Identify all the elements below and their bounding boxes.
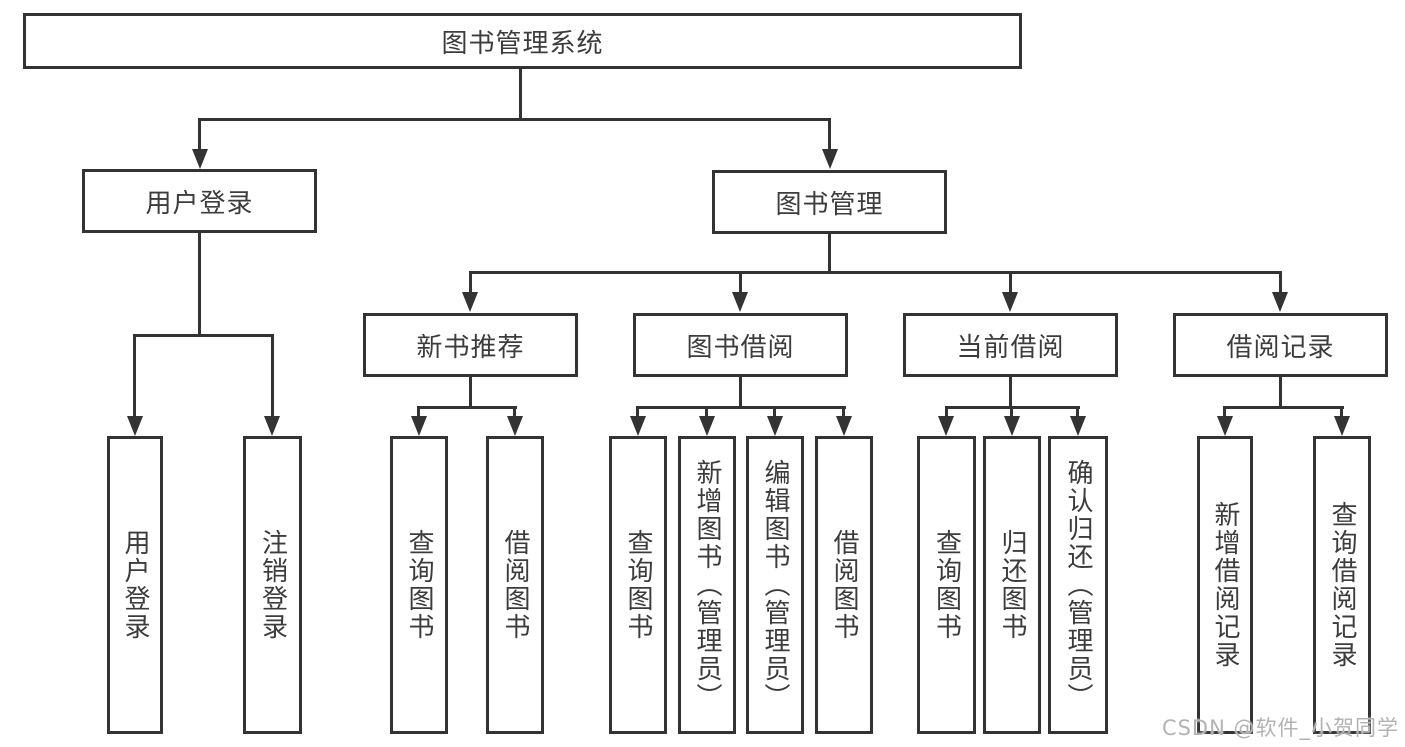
connector-vline	[945, 406, 948, 420]
node-label: 用户登录	[145, 188, 254, 219]
leaf-logout: 注销登录	[243, 436, 302, 734]
leaf-borrow-edit-admin: 编辑图书（管理员）	[746, 436, 804, 734]
node-label: 编辑图书（管理员）	[760, 459, 790, 711]
arrow-down-icon	[836, 416, 852, 436]
node-label: 查询图书	[404, 529, 434, 641]
node-label: 图书管理系统	[441, 28, 604, 59]
connector-vline	[198, 233, 201, 336]
arrow-down-icon	[732, 292, 748, 312]
node-label: 借阅图书	[829, 529, 859, 641]
node-borrow-record: 借阅记录	[1173, 313, 1388, 377]
arrow-down-icon	[1002, 292, 1018, 312]
arrow-down-icon	[699, 416, 715, 436]
connector-vline	[1340, 406, 1343, 420]
node-user-login: 用户登录	[82, 169, 317, 233]
connector-vline	[828, 234, 831, 274]
arrow-down-icon	[1004, 416, 1020, 436]
connector-hline	[133, 334, 274, 337]
connector-vline	[1279, 271, 1282, 294]
arrow-down-icon	[264, 416, 280, 436]
connector-hline	[1223, 406, 1344, 409]
connector-hline	[636, 406, 846, 409]
connector-vline	[1009, 271, 1012, 294]
arrow-down-icon	[1272, 292, 1288, 312]
node-label: 查询图书	[623, 529, 653, 641]
node-label: 借阅图书	[500, 529, 530, 641]
connector-vline	[739, 271, 742, 294]
node-book-mgmt: 图书管理	[712, 170, 947, 234]
arrow-down-icon	[127, 416, 143, 436]
node-label: 注销登录	[257, 529, 288, 641]
node-new-book-recommend: 新书推荐	[363, 313, 578, 377]
connector-hline	[198, 118, 831, 121]
node-label: 查询借阅记录	[1327, 501, 1357, 669]
connector-vline	[271, 334, 274, 418]
connector-vline	[198, 118, 201, 152]
leaf-newbook-borrow: 借阅图书	[486, 436, 544, 734]
arrow-down-icon	[1334, 416, 1350, 436]
arrow-down-icon	[822, 149, 838, 169]
node-label: 当前借阅	[956, 332, 1065, 363]
connector-vline	[828, 118, 831, 152]
leaf-current-return: 归还图书	[983, 436, 1041, 734]
node-label: 查询图书	[931, 529, 962, 641]
arrow-down-icon	[630, 416, 646, 436]
node-label: 确认归还（管理员）	[1063, 459, 1093, 711]
arrow-down-icon	[507, 416, 523, 436]
arrow-down-icon	[938, 416, 954, 436]
node-label: 新增借阅记录	[1210, 501, 1240, 669]
arrow-down-icon	[1070, 416, 1086, 436]
leaf-current-confirm-admin: 确认归还（管理员）	[1048, 436, 1108, 734]
node-book-borrow: 图书借阅	[633, 313, 848, 377]
arrow-down-icon	[767, 416, 783, 436]
connector-vline	[133, 334, 136, 418]
leaf-current-query: 查询图书	[917, 436, 976, 734]
leaf-borrow-add-admin: 新增图书（管理员）	[678, 436, 736, 734]
connector-vline	[636, 406, 639, 420]
connector-vline	[469, 271, 472, 294]
connector-vline	[1010, 406, 1013, 420]
connector-vline	[513, 406, 516, 420]
node-label: 新书推荐	[416, 332, 525, 363]
connector-hline	[417, 406, 517, 409]
connector-vline	[842, 406, 845, 420]
leaf-newbook-query: 查询图书	[390, 436, 448, 734]
connector-hline	[469, 271, 1282, 274]
node-root: 图书管理系统	[23, 13, 1022, 69]
connector-vline	[519, 69, 522, 121]
node-current-borrow: 当前借阅	[903, 313, 1118, 377]
connector-vline	[773, 406, 776, 420]
node-label: 归还图书	[997, 529, 1027, 641]
arrow-down-icon	[192, 149, 208, 169]
leaf-borrow-borrow: 借阅图书	[815, 436, 873, 734]
connector-vline	[739, 377, 742, 408]
watermark-text: CSDN @软件_小贺同学	[1161, 716, 1399, 740]
leaf-user-login: 用户登录	[107, 436, 163, 734]
node-label: 新增图书（管理员）	[692, 459, 722, 711]
node-label: 用户登录	[120, 529, 150, 641]
connector-vline	[1009, 377, 1012, 408]
connector-vline	[1279, 377, 1282, 408]
connector-vline	[1076, 406, 1079, 420]
arrow-down-icon	[1217, 416, 1233, 436]
connector-vline	[417, 406, 420, 420]
leaf-borrow-query: 查询图书	[609, 436, 667, 734]
connector-vline	[469, 377, 472, 408]
node-label: 图书借阅	[686, 332, 795, 363]
node-label: 借阅记录	[1226, 332, 1335, 363]
leaf-record-add: 新增借阅记录	[1197, 436, 1253, 734]
node-label: 图书管理	[775, 189, 884, 220]
leaf-record-query: 查询借阅记录	[1313, 436, 1371, 734]
arrow-down-icon	[462, 292, 478, 312]
connector-vline	[1223, 406, 1226, 420]
connector-vline	[705, 406, 708, 420]
arrow-down-icon	[411, 416, 427, 436]
